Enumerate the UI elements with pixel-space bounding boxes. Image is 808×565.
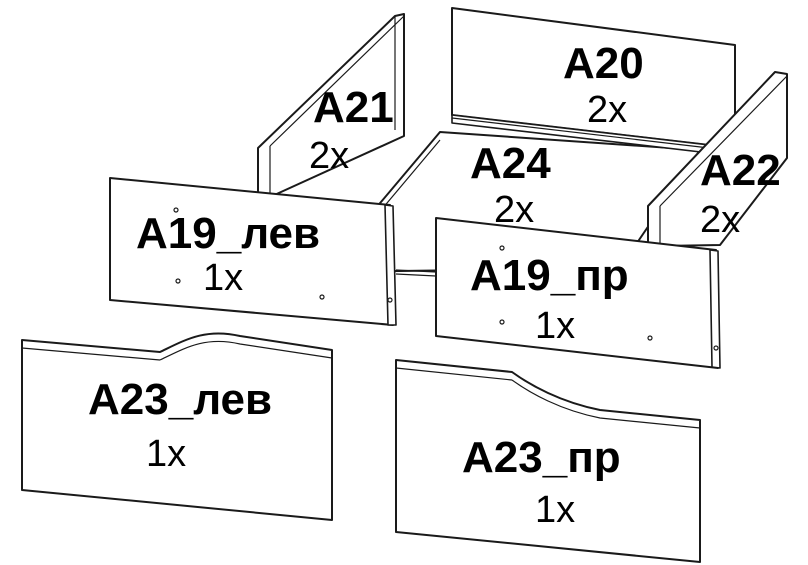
panel-a23-pr — [395, 359, 701, 563]
label-a23-pr-code: A23_пр — [462, 433, 621, 482]
label-a22-qty: 2x — [700, 199, 740, 241]
label-a20-code: A20 — [563, 39, 644, 88]
panel-a19-lev — [109, 177, 397, 326]
label-a19-lev-code: A19_лев — [136, 209, 320, 258]
connector-rod — [395, 269, 437, 277]
label-a24-code: A24 — [470, 139, 551, 188]
label-a22-code: A22 — [700, 146, 781, 195]
panel-a19-pr — [435, 217, 721, 369]
label-a23-pr-qty: 1x — [535, 489, 575, 531]
hole — [647, 335, 653, 341]
label-a23-lev-qty: 1x — [146, 433, 186, 475]
label-a21-qty: 2x — [309, 135, 349, 177]
panel-a23-lev — [21, 332, 333, 521]
label-a19-pr-code: A19_пр — [470, 251, 629, 300]
hole — [319, 294, 325, 300]
label-a19-pr-qty: 1x — [535, 305, 575, 347]
panel-a21 — [257, 13, 405, 198]
hole — [499, 319, 505, 325]
label-a21-code: A21 — [313, 83, 394, 132]
label-a20-qty: 2x — [587, 89, 627, 131]
hole — [713, 345, 719, 351]
label-a19-lev-qty: 1x — [203, 257, 243, 299]
hole — [173, 207, 179, 213]
hole — [387, 297, 393, 303]
label-a24-qty: 2x — [494, 189, 534, 231]
hole — [499, 245, 505, 251]
label-a23-lev-code: A23_лев — [88, 375, 272, 424]
hole — [175, 278, 181, 284]
panel-a20 — [451, 7, 736, 157]
